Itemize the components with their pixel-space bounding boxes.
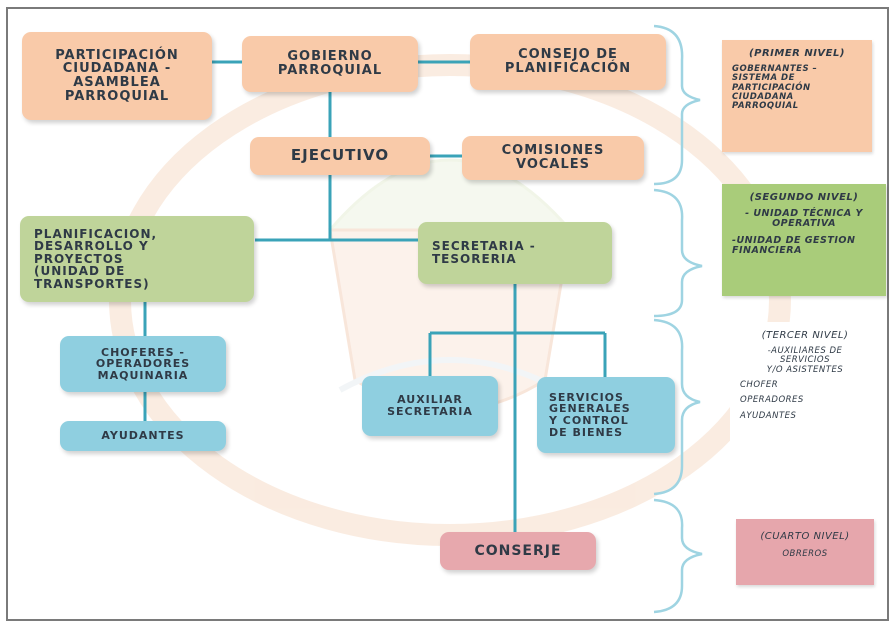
box-ejecutivo: EJECUTIVO — [250, 137, 430, 175]
legend-tercer-nivel-line4: AYUDANTES — [740, 410, 797, 421]
level-brackets — [653, 24, 703, 614]
box-ayudantes: AYUDANTES — [60, 421, 226, 451]
box-comisiones-vocales: COMISIONES VOCALES — [462, 136, 644, 180]
legend-segundo-nivel-title: (SEGUNDO NIVEL) — [749, 192, 859, 203]
legend-primer-nivel-body: GOBERNANTES – SISTEMA DE PARTICIPACIÓN C… — [732, 64, 818, 112]
legend-tercer-nivel-title: (TERCER NIVEL) — [761, 330, 849, 341]
bracket-segundo-nivel — [653, 188, 703, 318]
legend-segundo-nivel-line2: -UNIDAD DE GESTION FINANCIERA — [732, 234, 856, 257]
legend-tercer-nivel-line2: CHOFER — [740, 380, 779, 391]
legend-cuarto-nivel-body: OBREROS — [782, 549, 828, 559]
legend-cuarto-nivel-title: (CUARTO NIVEL) — [760, 531, 850, 542]
legend-primer-nivel: (PRIMER NIVEL) GOBERNANTES – SISTEMA DE … — [722, 40, 872, 152]
box-secretaria-tesoreria: SECRETARIA - TESORERIA — [418, 222, 612, 284]
legend-tercer-nivel-line3: OPERADORES — [740, 395, 804, 406]
legend-segundo-nivel-line1: - UNIDAD TÉCNICA Y OPERATIVA — [745, 208, 863, 230]
box-servicios-generales: SERVICIOS GENERALES Y CONTROL DE BIENES — [537, 377, 675, 453]
legend-segundo-nivel: (SEGUNDO NIVEL) - UNIDAD TÉCNICA Y OPERA… — [722, 184, 886, 296]
bracket-cuarto-nivel — [653, 498, 703, 614]
box-auxiliar-secretaria: AUXILIAR SECRETARIA — [362, 376, 498, 436]
box-participacion-ciudadana: PARTICIPACIÓN CIUDADANA - ASAMBLEA PARRO… — [22, 32, 212, 120]
legend-cuarto-nivel: (CUARTO NIVEL) OBREROS — [736, 519, 874, 585]
legend-primer-nivel-title: (PRIMER NIVEL) — [749, 48, 845, 59]
box-gobierno-parroquial: GOBIERNO PARROQUIAL — [242, 36, 418, 92]
bracket-primer-nivel — [653, 24, 701, 186]
box-consejo-planificacion: CONSEJO DE PLANIFICACIÓN — [470, 34, 666, 90]
legend-tercer-nivel: (TERCER NIVEL) -AUXILIARES DE SERVICIOS … — [730, 322, 880, 472]
bracket-tercer-nivel — [653, 318, 701, 496]
box-conserje: CONSERJE — [440, 532, 596, 570]
box-planificacion-desarrollo: PLANIFICACION, DESARROLLO Y PROYECTOS (U… — [20, 216, 254, 302]
connectors — [143, 60, 607, 532]
legend-tercer-nivel-line1: -AUXILIARES DE SERVICIOS Y/O ASISTENTES — [766, 346, 844, 375]
box-choferes-operadores: CHOFERES - OPERADORES MAQUINARIA — [60, 336, 226, 392]
